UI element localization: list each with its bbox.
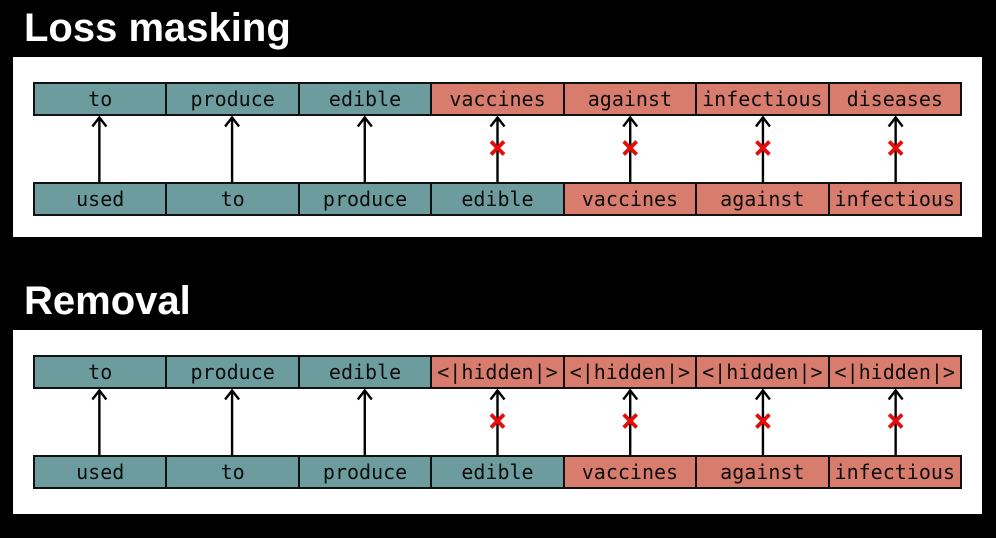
token-box: edible [430, 182, 565, 216]
token-box: infectious [695, 82, 830, 116]
token-box: against [695, 455, 830, 489]
token-box: against [695, 182, 830, 216]
arrow-up-icon [224, 115, 241, 182]
token-box: vaccines [430, 82, 565, 116]
loss-masked-x-icon [755, 413, 771, 429]
arrow-up-icon [622, 115, 639, 182]
token-box: <|hidden|> [430, 355, 565, 389]
arrow-up-icon [754, 388, 771, 455]
token-box: produce [297, 182, 433, 216]
token-box: <|hidden|> [695, 355, 830, 389]
token-box: <|hidden|> [562, 355, 698, 389]
loss-masked-x-icon [887, 140, 904, 156]
loss-masked-x-icon [887, 413, 904, 429]
arrow-up-icon [622, 388, 639, 455]
arrow-up-icon [356, 388, 373, 455]
token-box: produce [165, 82, 300, 116]
token-box: infectious [827, 182, 962, 216]
token-box: vaccines [562, 455, 698, 489]
token-box: produce [165, 355, 300, 389]
token-box: edible [297, 355, 433, 389]
token-box: against [562, 82, 698, 116]
loss-masked-x-icon [622, 140, 639, 156]
token-box: to [165, 182, 300, 216]
section-title-removal: Removal [24, 279, 191, 323]
arrow-up-icon [489, 115, 506, 182]
loss-masked-x-icon [489, 140, 506, 156]
token-box: edible [430, 455, 565, 489]
token-box: to [33, 355, 168, 389]
token-box: produce [297, 455, 433, 489]
token-box: vaccines [562, 182, 698, 216]
section-title-loss-masking: Loss masking [24, 6, 291, 50]
arrow-up-icon [91, 115, 108, 182]
loss-masked-x-icon [489, 413, 506, 429]
token-box: to [165, 455, 300, 489]
token-box: infectious [827, 455, 962, 489]
arrow-up-icon [887, 115, 904, 182]
arrow-up-icon [489, 388, 506, 455]
loss-masked-x-icon [755, 140, 771, 156]
arrow-up-icon [754, 115, 771, 182]
token-box: used [33, 182, 168, 216]
token-box: <|hidden|> [827, 355, 962, 389]
token-box: used [33, 455, 168, 489]
arrow-up-icon [356, 115, 373, 182]
arrow-up-icon [887, 388, 904, 455]
arrow-up-icon [224, 388, 241, 455]
arrow-up-icon [91, 388, 108, 455]
token-box: diseases [827, 82, 962, 116]
token-box: edible [297, 82, 433, 116]
token-box: to [33, 82, 168, 116]
loss-masked-x-icon [622, 413, 639, 429]
